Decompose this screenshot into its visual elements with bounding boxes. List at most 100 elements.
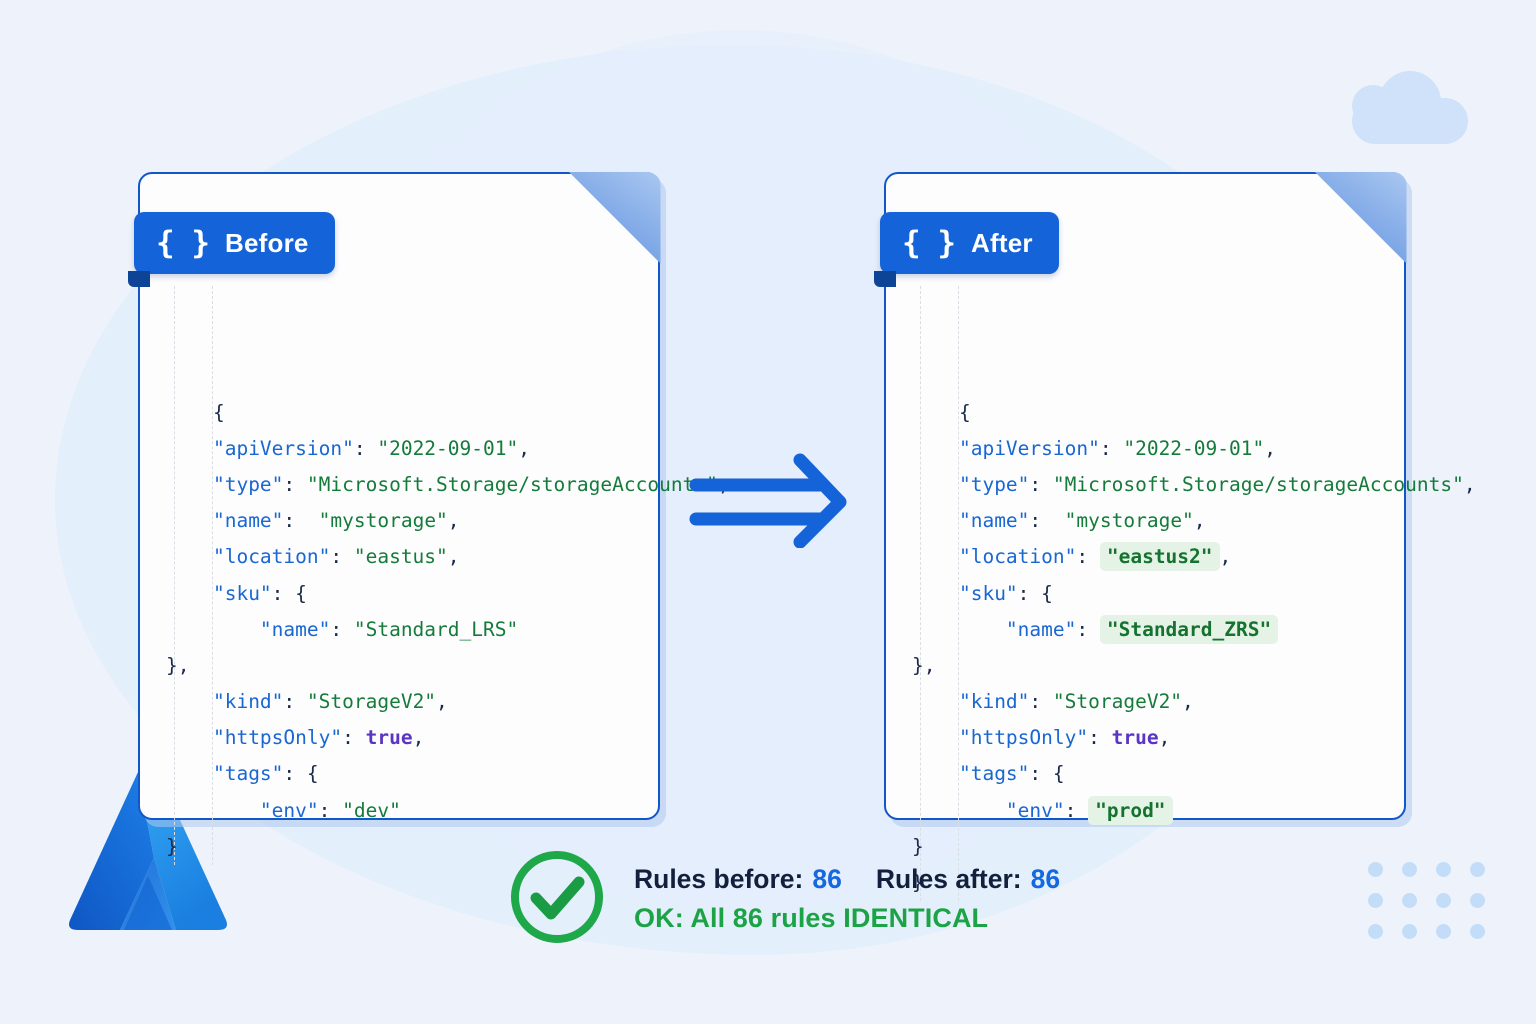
code-token: "Microsoft.Storage/storageAccounts" bbox=[1052, 472, 1464, 496]
code-token: "kind" bbox=[958, 690, 1030, 714]
code-token: : bbox=[283, 509, 319, 533]
code-token: : bbox=[1099, 436, 1124, 460]
code-token: : bbox=[342, 726, 366, 750]
code-token: "StorageV2" bbox=[1052, 690, 1183, 714]
code-token: "2022-09-01" bbox=[377, 436, 519, 460]
code-token: { bbox=[1041, 581, 1053, 605]
code-token-highlighted: "eastus2" bbox=[1099, 542, 1220, 572]
rules-before-label: Rules before: bbox=[634, 864, 804, 894]
folded-corner-icon bbox=[1314, 171, 1407, 264]
code-token: "env" bbox=[1005, 798, 1065, 822]
code-line: "env": "prod" bbox=[912, 793, 1380, 829]
code-token: "httpsOnly" bbox=[958, 726, 1089, 750]
before-code-block: { "apiVersion": "2022-09-01", "type": "M… bbox=[140, 286, 730, 866]
after-badge[interactable]: { } After bbox=[874, 212, 1059, 287]
code-token: "mystorage" bbox=[318, 509, 448, 533]
code-line: "sku": { bbox=[166, 576, 634, 612]
code-token: }, bbox=[912, 653, 936, 677]
code-token: : bbox=[283, 762, 307, 786]
after-code-block: { "apiVersion": "2022-09-01", "type": "M… bbox=[886, 286, 1476, 902]
code-token: { bbox=[306, 762, 319, 786]
code-token: : bbox=[1088, 726, 1112, 750]
code-token: "name" bbox=[259, 617, 331, 641]
code-token: "Standard_LRS" bbox=[353, 617, 519, 641]
code-line: }, bbox=[166, 648, 634, 684]
code-token: , bbox=[436, 690, 448, 714]
code-line: } bbox=[912, 865, 1380, 901]
code-token: { bbox=[295, 581, 307, 605]
rules-count-line: Rules before: 86 Rules after: 86 bbox=[634, 864, 1060, 895]
code-token: : bbox=[283, 690, 307, 714]
code-token: , bbox=[447, 545, 460, 569]
code-line: "kind": "StorageV2", bbox=[912, 684, 1380, 720]
code-token: , bbox=[1193, 509, 1206, 533]
code-token: "Microsoft.Storage/storageAccounts" bbox=[306, 472, 718, 496]
code-token: : bbox=[1017, 581, 1042, 605]
code-token: "name" bbox=[958, 509, 1030, 533]
code-line: "env": "dev" bbox=[166, 793, 634, 829]
code-token: "apiVersion" bbox=[212, 436, 354, 460]
code-token: } bbox=[912, 871, 924, 895]
code-token: "location" bbox=[212, 545, 331, 569]
code-token: , bbox=[1264, 436, 1276, 460]
green-check-circle-icon bbox=[511, 851, 603, 943]
azure-logo-icon bbox=[69, 768, 227, 930]
after-card[interactable]: { } After { "apiVersion": "2022-09-01", … bbox=[874, 171, 1476, 902]
code-token-highlighted: "prod" bbox=[1088, 795, 1173, 825]
code-line: "kind": "StorageV2", bbox=[166, 684, 634, 720]
folded-corner-icon bbox=[568, 171, 661, 264]
rules-before-value: 86 bbox=[812, 864, 842, 894]
code-token: : bbox=[283, 472, 307, 496]
code-line: "type": "Microsoft.Storage/storageAccoun… bbox=[912, 467, 1476, 503]
code-token: : bbox=[1029, 509, 1065, 533]
code-token: "name" bbox=[1005, 617, 1077, 641]
code-token-highlighted: "Standard_ZRS" bbox=[1099, 614, 1279, 644]
code-line: "name": "Standard_LRS" bbox=[166, 612, 634, 648]
code-token: "type" bbox=[212, 472, 284, 496]
code-token: { bbox=[1052, 762, 1065, 786]
code-token: , bbox=[412, 726, 425, 750]
code-token: "location" bbox=[958, 545, 1077, 569]
code-line: "httpsOnly": true, bbox=[166, 720, 634, 756]
code-line: "tags": { bbox=[912, 756, 1380, 792]
code-line: "httpsOnly": true, bbox=[912, 720, 1380, 756]
code-token: "sku" bbox=[958, 581, 1018, 605]
code-token: : bbox=[318, 798, 343, 822]
code-token: : bbox=[1029, 472, 1053, 496]
code-token: , bbox=[1463, 472, 1476, 496]
code-token: "kind" bbox=[212, 690, 284, 714]
code-token: , bbox=[1219, 545, 1232, 569]
before-card[interactable]: { } Before { "apiVersion": "2022-09-01",… bbox=[128, 171, 730, 866]
code-token: : bbox=[1029, 762, 1053, 786]
code-token: : bbox=[330, 545, 354, 569]
before-badge[interactable]: { } Before bbox=[128, 212, 335, 287]
dot-grid-icon bbox=[1368, 862, 1504, 955]
rules-after-value: 86 bbox=[1030, 864, 1061, 894]
code-token: }, bbox=[166, 653, 190, 677]
curly-braces-icon: { } bbox=[902, 224, 956, 261]
code-token: { bbox=[958, 400, 971, 424]
status-summary: Rules before: 86 Rules after: 86 OK: All… bbox=[506, 846, 1060, 948]
code-line: "name": "mystorage", bbox=[912, 503, 1380, 539]
code-line: { bbox=[166, 395, 634, 431]
code-token: : bbox=[1029, 690, 1053, 714]
double-line-right-arrow-icon bbox=[689, 453, 847, 548]
code-token: : bbox=[1076, 617, 1100, 641]
code-token: , bbox=[1182, 690, 1194, 714]
code-token: "tags" bbox=[958, 762, 1030, 786]
code-token: "StorageV2" bbox=[306, 690, 437, 714]
code-token: { bbox=[212, 400, 225, 424]
code-token: "httpsOnly" bbox=[212, 726, 343, 750]
code-token: , bbox=[447, 509, 460, 533]
code-token: "tags" bbox=[212, 762, 284, 786]
code-line: "location": "eastus", bbox=[166, 539, 634, 575]
code-token: "name" bbox=[212, 509, 284, 533]
after-badge-label: After bbox=[971, 228, 1033, 258]
code-token: , bbox=[1158, 726, 1171, 750]
before-badge-label: Before bbox=[225, 228, 309, 258]
code-line: "tags": { bbox=[166, 756, 634, 792]
result-message: OK: All 86 rules IDENTICAL bbox=[634, 903, 989, 933]
code-token: , bbox=[518, 436, 530, 460]
code-line: "apiVersion": "2022-09-01", bbox=[166, 431, 634, 467]
